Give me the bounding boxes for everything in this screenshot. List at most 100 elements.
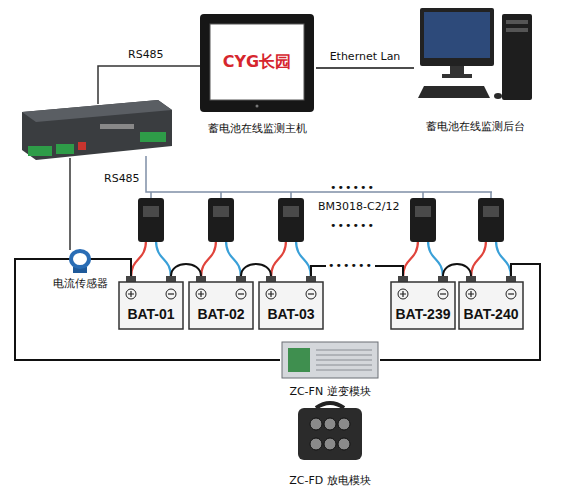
plus-symbol [398, 289, 408, 299]
battery-body [259, 282, 323, 329]
node-text: BAT-239 [390, 306, 456, 323]
discharge-module: ZC-FD 放电模块 [280, 404, 380, 492]
vent-slit [316, 350, 372, 351]
collector-body [22, 100, 172, 160]
negative-lead [226, 240, 241, 278]
plus-symbol [268, 291, 274, 297]
positive-lead [271, 240, 286, 278]
node-text: 电流传感器 [48, 277, 112, 290]
handle [316, 403, 344, 408]
plus-symbol [266, 289, 276, 299]
plus-symbol [128, 291, 134, 297]
rs485-wire [98, 66, 200, 104]
battery-cell: BAT-02 [188, 276, 254, 330]
plus-symbol [466, 289, 476, 299]
negative-lead [428, 240, 443, 278]
minus-symbol [440, 293, 446, 294]
vent-slit [316, 365, 372, 366]
plus-symbol [196, 289, 206, 299]
fan-grille [310, 418, 322, 430]
battery-cell: BAT-239 [390, 276, 456, 330]
fan-grille [338, 438, 350, 450]
vent-slit [316, 370, 372, 371]
minus-symbol [438, 289, 448, 299]
collector-plate [100, 124, 134, 129]
monitor-stand [450, 66, 464, 74]
plus-symbol [126, 289, 136, 299]
sensor-plate [143, 206, 159, 217]
pc-screen [424, 12, 490, 58]
inverter-rack [282, 342, 378, 378]
power-led [256, 105, 259, 108]
connector-wire [241, 264, 271, 276]
connector-wire [443, 264, 471, 276]
connector-wire [316, 67, 414, 69]
vent-slit [316, 360, 372, 361]
keyboard [418, 86, 490, 98]
negative-lead [296, 240, 311, 278]
discharge-body [298, 408, 362, 460]
bus-drop [150, 192, 152, 198]
connector-wire [380, 264, 540, 360]
sensor-module [478, 198, 504, 242]
node-text: BAT-240 [458, 306, 524, 323]
edge-label: Ethernet Lan [305, 50, 425, 63]
positive-lead [131, 240, 146, 278]
fan-grille [324, 418, 336, 430]
rs485-bus [146, 156, 492, 192]
mouse [494, 93, 502, 99]
sensor-plate [213, 206, 229, 217]
collector-top [22, 100, 172, 122]
sensor-module [410, 198, 436, 242]
bus-drop [220, 192, 222, 198]
annotation-label: RS485 [104, 172, 140, 185]
sensor-module [278, 198, 304, 242]
fan-grille [338, 418, 350, 430]
node-illustration [198, 12, 316, 138]
sensor-wire [69, 158, 71, 250]
inverter-module: ZC-FN 逆变模块 [280, 342, 380, 402]
minus-symbol [168, 293, 174, 294]
plus-symbol [400, 291, 406, 297]
monitor-host: CYG长园蓄电池在线监测主机 [198, 12, 316, 138]
sensor-plate [415, 206, 431, 217]
node-text: BAT-03 [258, 306, 324, 323]
battery-cell: BAT-01 [118, 276, 184, 330]
sensor-plate [483, 206, 499, 217]
battery-body [189, 282, 253, 329]
current-ring [71, 251, 89, 267]
plus-symbol [468, 291, 474, 297]
fan-grille [324, 438, 336, 450]
node-text: ZC-FD 放电模块 [280, 474, 380, 487]
fan-grille [310, 438, 322, 450]
current-sensor: 电流传感器 [48, 247, 112, 293]
minus-symbol [166, 289, 176, 299]
battery-cell: BAT-240 [458, 276, 524, 330]
annotation-label: RS485 [128, 48, 164, 61]
minus-symbol [308, 293, 314, 294]
battery-cell: BAT-03 [258, 276, 324, 330]
positive-lead [201, 240, 216, 278]
monitor-base [442, 74, 472, 78]
sensor-module [138, 198, 164, 242]
terminal-block [28, 146, 52, 156]
sensor-module [208, 198, 234, 242]
negative-lead [156, 240, 171, 278]
connector-wire [171, 264, 201, 276]
negative-lead [496, 240, 511, 278]
node-text: BAT-01 [118, 306, 184, 323]
annotation-label: •••••• [330, 181, 375, 194]
pc-monitor [420, 8, 494, 66]
sensor-plate [283, 206, 299, 217]
annotation-label: •••••• [326, 259, 375, 272]
bus-drop [422, 192, 424, 198]
monitor-screen [210, 24, 304, 100]
node-illustration [414, 4, 536, 134]
connector-wire [112, 259, 131, 276]
node-text: ZC-FN 逆变模块 [280, 385, 380, 398]
battery-body [459, 282, 523, 329]
node-text: 蓄电池在线监测主机 [198, 122, 316, 135]
drive-bay [506, 28, 528, 32]
minus-symbol [306, 289, 316, 299]
